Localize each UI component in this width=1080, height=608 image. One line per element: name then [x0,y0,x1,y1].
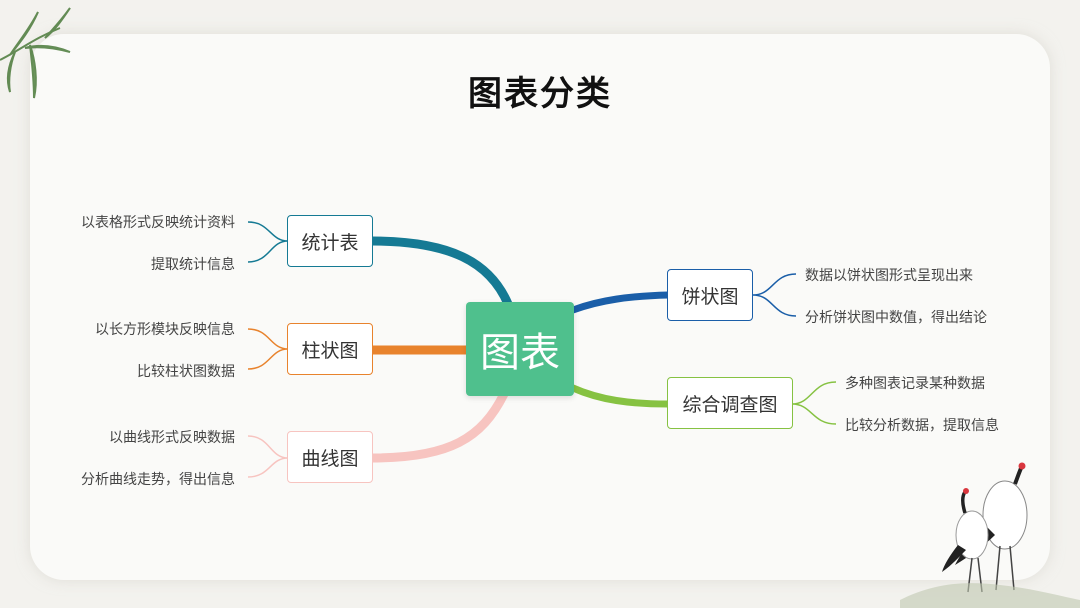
bracket-survey-chart [791,381,837,425]
leaf-pie-chart-1: 数据以饼状图形式呈现出来 [805,268,973,284]
branch-node-curve-chart: 曲线图 [287,431,373,483]
branch-node-statistics-table: 统计表 [287,215,373,267]
leaf-curve-chart-2: 分析曲线走势，得出信息 [81,472,235,488]
leaf-pie-chart-2: 分析饼状图中数值，得出结论 [805,310,987,326]
bamboo-decoration-icon [0,7,71,99]
connector-pie-chart [569,291,672,314]
center-topic: 图表 [466,302,574,396]
crane-decoration-icon [900,462,1080,608]
leaf-statistics-table-1: 以表格形式反映统计资料 [81,215,235,231]
connector-statistics-table [367,236,513,309]
page-title: 图表分类 [468,74,612,114]
leaf-survey-chart-1: 多种图表记录某种数据 [845,376,985,392]
branch-node-survey-chart: 综合调查图 [667,377,793,429]
leaf-statistics-table-2: 提取统计信息 [151,257,235,273]
branch-node-pie-chart: 饼状图 [667,269,753,321]
leaf-bar-chart-1: 以长方形模块反映信息 [95,322,235,338]
bracket-bar-chart [247,328,289,370]
bracket-statistics-table [247,221,289,263]
leaf-curve-chart-1: 以曲线形式反映数据 [109,430,235,446]
leaf-survey-chart-2: 比较分析数据，提取信息 [845,418,999,434]
connector-curve-chart [367,389,509,463]
bracket-curve-chart [247,435,289,478]
connector-survey-chart [569,384,672,408]
leaf-bar-chart-2: 比较柱状图数据 [137,364,235,380]
branch-node-bar-chart: 柱状图 [287,323,373,375]
bracket-pie-chart [752,273,797,317]
